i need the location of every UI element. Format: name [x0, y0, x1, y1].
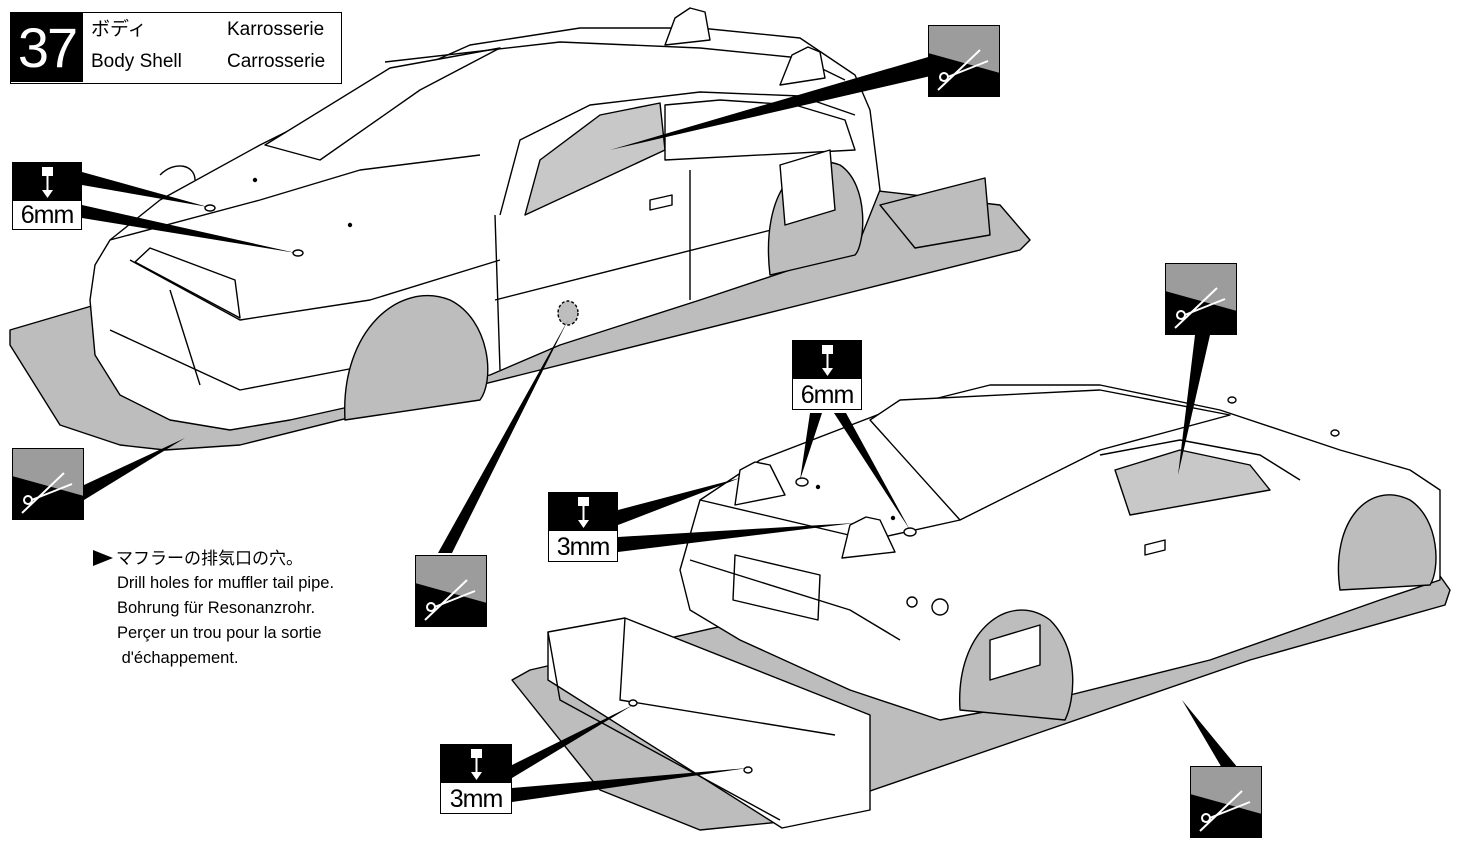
pointer-wedge	[610, 55, 935, 150]
step-title-ja: ボディ	[91, 19, 147, 40]
scissors-icon	[1165, 263, 1237, 335]
step-number: 37	[11, 13, 83, 82]
scissors-icon	[415, 555, 487, 627]
front-grille	[134, 247, 241, 319]
note-fr-1: Perçer un trou pour la sortie	[117, 624, 322, 642]
pointer-wedge	[1178, 335, 1210, 475]
note-fr-2: d'échappement.	[117, 649, 239, 667]
pointer-wedges	[82, 55, 1238, 802]
drill-size-label: 3mm	[556, 533, 611, 561]
drill-bit-icon	[42, 167, 53, 198]
rear-post-2	[841, 516, 896, 559]
front-rear-wing	[879, 177, 991, 249]
front-view-car	[9, 7, 1031, 451]
note-de: Bohrung für Resonanzrohr.	[117, 599, 316, 617]
rear-post-1	[734, 461, 786, 506]
front-side-window	[524, 102, 666, 216]
front-post-1	[664, 7, 711, 46]
note-ja: マフラーの排気口の穴。	[116, 549, 303, 568]
pointer-wedge	[82, 172, 208, 207]
drill-bit-icon	[822, 345, 833, 376]
drill-badge-rear-wing: 3mm	[440, 744, 512, 814]
front-left-wheel	[344, 294, 489, 421]
pointer-wedge	[82, 205, 296, 253]
pointer-wedge	[84, 438, 185, 500]
scissors-icon	[12, 448, 84, 520]
step-header: 37 ボディ Karrosserie Body Shell Carrosseri…	[10, 12, 342, 84]
scissors-icon	[1190, 766, 1262, 838]
pointer-wedge	[618, 478, 740, 525]
rear-side-window	[1114, 449, 1271, 516]
step-title-en: Body Shell	[91, 51, 182, 72]
drill-badge-front: 6mm	[12, 162, 82, 230]
drill-bit-icon	[578, 497, 589, 528]
drill-size-label: 6mm	[800, 381, 855, 409]
step-title-fr: Carrosserie	[227, 51, 326, 72]
front-post-2	[779, 46, 826, 86]
scissors-icon	[928, 25, 1000, 97]
pointer-wedge	[512, 768, 748, 802]
muffler-note: マフラーの排気口の穴。 Drill holes for muffler tail…	[93, 546, 335, 671]
drill-size-label: 3mm	[449, 785, 504, 813]
rear-right-wheel	[1337, 494, 1437, 591]
note-en: Drill holes for muffler tail pipe.	[117, 574, 335, 592]
drill-badge-rear-mounts: 3mm	[548, 492, 618, 562]
front-windshield	[264, 47, 501, 161]
pointer-wedge	[438, 320, 568, 553]
drill-bit-icon	[471, 749, 482, 780]
pointer-wedge	[800, 413, 822, 480]
drill-badge-rear-roof: 6mm	[792, 340, 862, 410]
pointer-wedge	[1182, 700, 1238, 768]
pointer-arrow-icon	[93, 550, 113, 566]
rear-view-car	[511, 384, 1451, 831]
pointer-wedge	[512, 705, 633, 778]
pointer-wedge	[834, 413, 910, 530]
drill-size-label: 6mm	[20, 201, 75, 229]
step-title-de: Karrosserie	[227, 19, 325, 40]
pointer-wedge	[618, 523, 855, 552]
